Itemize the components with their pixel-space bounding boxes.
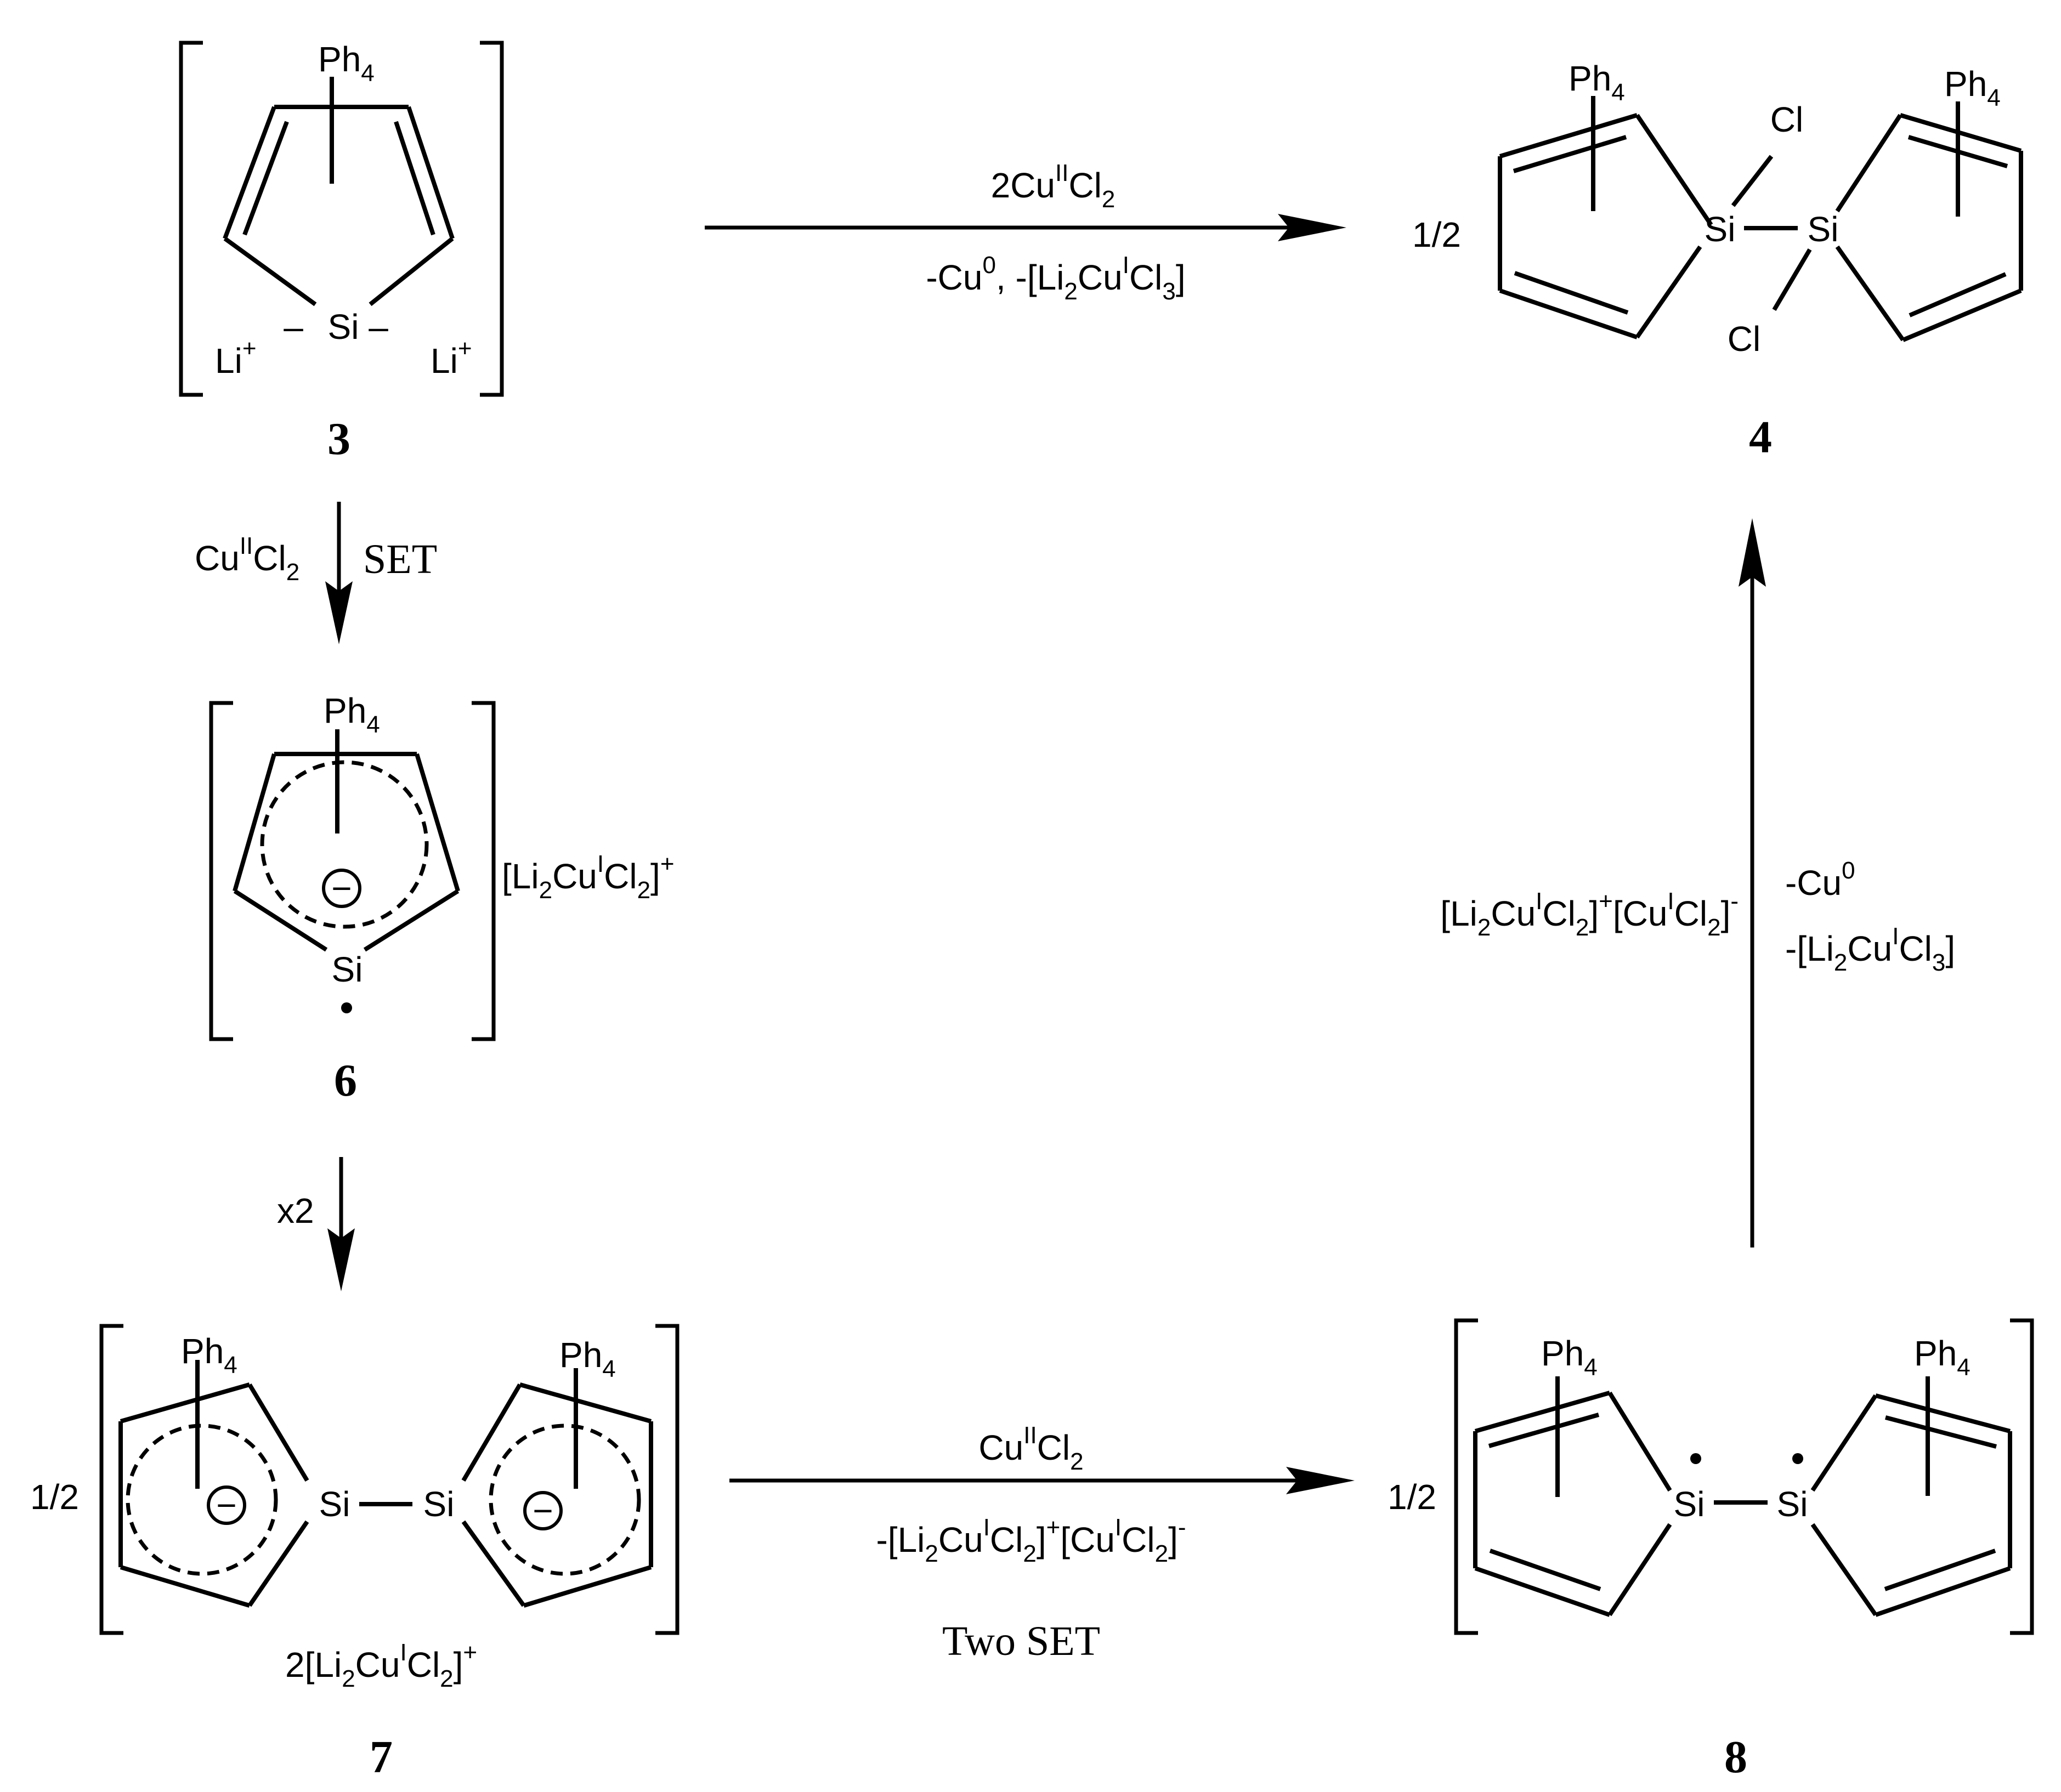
reagent-3-to-4: 2CuIICl2	[991, 160, 1116, 213]
bracket-6-right	[472, 701, 496, 1041]
compound-6: − Ph4 Si [Li2CuICl2]+ 6	[209, 691, 675, 1106]
reagent-3-to-6: CuIICl2	[195, 532, 299, 586]
salt-byproduct-8-to-4: -[Li2CuICl3]	[1785, 923, 1955, 976]
byproducts-8-to-4: [Li2CuICl2]+[CuICl2]-	[1440, 888, 1739, 941]
ph4-label-7-right: Ph4	[559, 1335, 616, 1382]
bracket-6-left	[209, 701, 233, 1041]
arrow-3-to-6: CuIICl2 SET	[195, 502, 437, 644]
right-ring-7: −	[461, 1368, 653, 1608]
compound-number-6: 6	[334, 1055, 357, 1106]
radical-dot-8-right	[1792, 1453, 1803, 1464]
si-label-7-left: Si	[319, 1484, 350, 1524]
left-ring-8	[1473, 1376, 1672, 1617]
radical-dot-8-left	[1690, 1453, 1701, 1464]
cl-label-4-bottom: Cl	[1728, 319, 1760, 359]
ph4-label-6: Ph4	[324, 691, 380, 738]
byproducts-3-to-4: -Cu0, -[Li2CuICl3]	[926, 252, 1185, 305]
si-label-3: Si	[328, 307, 359, 347]
right-ring-4	[1835, 101, 2023, 342]
si-label-7-right: Si	[423, 1484, 455, 1524]
ph4-label-7-left: Ph4	[181, 1331, 237, 1379]
compound-number-7: 7	[370, 1732, 393, 1783]
anion-circle-7-left	[207, 1485, 246, 1525]
si-label-4-right: Si	[1808, 209, 1839, 249]
lithium-cation-left: Li+	[215, 335, 257, 381]
radical-dot-6	[341, 1002, 352, 1013]
compound-number-8: 8	[1724, 1732, 1747, 1783]
ph4-label-8-left: Ph4	[1541, 1334, 1598, 1381]
delocalization-ring-7-right	[489, 1424, 641, 1576]
left-ring-4	[1498, 96, 1713, 339]
ring-6: −	[233, 729, 460, 952]
two-set-label: Two SET	[942, 1618, 1100, 1664]
bracket-7-left	[99, 1324, 123, 1635]
cl-label-4-top: Cl	[1770, 100, 1803, 139]
counterion-7: 2[Li2CuICl2]+	[285, 1639, 477, 1692]
anion-circle-7-right	[523, 1491, 563, 1530]
delocalization-ring-7-left	[126, 1424, 278, 1576]
ph4-label-4-left: Ph4	[1569, 59, 1625, 106]
anion-sign-7-left: −	[216, 1485, 236, 1525]
bracket-8-left	[1454, 1318, 1478, 1635]
right-ring-8	[1810, 1376, 2012, 1617]
counterion-6: [Li2CuICl2]+	[502, 850, 675, 904]
reagent-7-to-8: CuIICl2	[978, 1422, 1083, 1475]
si-label-4-left: Si	[1705, 209, 1736, 249]
anion-circle-6	[322, 869, 361, 908]
bracket-3-right	[480, 41, 504, 397]
bracket-3-left	[179, 41, 203, 397]
anion-sign-7-right: −	[533, 1491, 553, 1530]
ph4-label-3: Ph4	[318, 39, 375, 87]
anion-sign-6: −	[331, 869, 352, 908]
lithium-cation-right: Li+	[431, 335, 472, 381]
bracket-8-right	[2010, 1318, 2034, 1635]
copper-byproduct-8-to-4: -Cu0	[1785, 857, 1855, 903]
minus-charge-left: –	[284, 307, 303, 347]
byproducts-7-to-8: -[Li2CuICl2]+[CuICl2]-	[876, 1514, 1186, 1567]
arrow-7-to-8: CuIICl2 -[Li2CuICl2]+[CuICl2]- Two SET	[729, 1422, 1355, 1664]
ph4-label-8-right: Ph4	[1914, 1334, 1971, 1381]
compound-8: 1/2 Ph4 Si Si Ph4 8	[1388, 1318, 2034, 1783]
compound-4: 1/2 Ph4 Si Si Cl Cl Ph4 4	[1412, 59, 2023, 463]
coefficient-8: 1/2	[1388, 1477, 1436, 1517]
coefficient-7: 1/2	[30, 1477, 79, 1517]
left-ring-7: −	[118, 1360, 309, 1608]
si-label-8-right: Si	[1777, 1484, 1808, 1524]
ph4-label-4-right: Ph4	[1944, 64, 2001, 111]
delocalization-ring-6	[260, 760, 429, 929]
minus-charge-right: –	[369, 307, 388, 347]
x2-label: x2	[277, 1191, 314, 1230]
compound-3: Ph4 Si – – Li+ Li+ 3	[179, 39, 504, 464]
arrow-6-to-7: x2	[277, 1157, 355, 1291]
arrow-3-to-4: 2CuIICl2 -Cu0, -[Li2CuICl3]	[705, 160, 1346, 305]
arrow-8-to-4: [Li2CuICl2]+[CuICl2]- -Cu0 -[Li2CuICl3]	[1440, 518, 1955, 1247]
compound-7: 1/2 − Ph4 Si Si − Ph4	[30, 1324, 680, 1783]
coefficient-4: 1/2	[1412, 215, 1461, 254]
compound-number-4: 4	[1749, 412, 1772, 463]
bracket-7-right	[655, 1324, 680, 1635]
si-label-8-left: Si	[1674, 1484, 1705, 1524]
ring-3	[223, 77, 455, 307]
set-label-3-to-6: SET	[363, 536, 437, 582]
compound-number-3: 3	[327, 413, 350, 464]
si-label-6: Si	[332, 950, 363, 989]
